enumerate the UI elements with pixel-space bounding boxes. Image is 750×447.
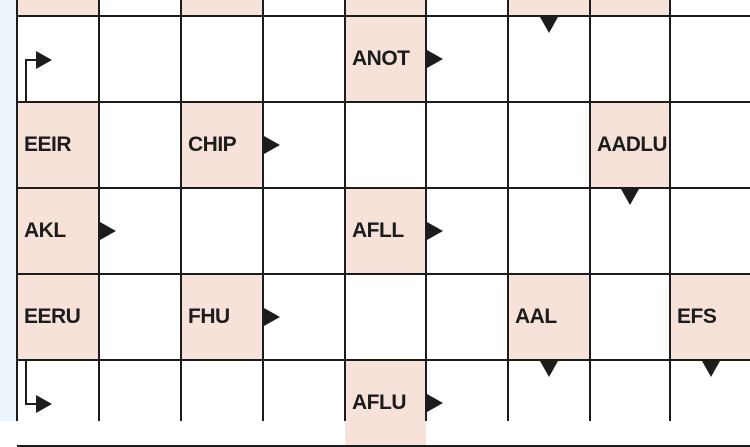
arrow-right-icon: [427, 222, 443, 240]
answer-cell[interactable]: [181, 188, 263, 274]
answer-cell[interactable]: [99, 16, 181, 102]
clue-text: ANOT: [352, 47, 410, 70]
answer-cell[interactable]: [345, 274, 426, 360]
clue-text: AKL: [24, 219, 66, 242]
grid-line-vertical: [344, 0, 346, 421]
clue-text: EERU: [24, 305, 81, 328]
clue-cell: AAL: [508, 274, 590, 360]
bent-arrow-arm: [25, 403, 37, 405]
bent-arrow-arm: [25, 59, 37, 61]
grid-line-vertical: [180, 0, 182, 421]
answer-cell[interactable]: [508, 102, 590, 188]
clue-text: EFS: [677, 305, 717, 328]
grid-line-vertical: [425, 0, 427, 421]
clue-text: AFLL: [352, 219, 404, 242]
answer-cell[interactable]: [670, 16, 750, 102]
grid-line-vertical: [16, 0, 18, 421]
arrow-right-icon: [264, 308, 280, 326]
answer-cell[interactable]: [508, 188, 590, 274]
clue-cell: [590, 0, 670, 16]
grid-line-vertical: [98, 0, 100, 421]
answer-cell[interactable]: [99, 0, 181, 16]
clue-cell: EFS: [670, 274, 750, 360]
arrow-down-icon: [540, 361, 558, 377]
grid-line-vertical: [507, 0, 509, 421]
answer-cell[interactable]: [426, 0, 508, 16]
clue-text: FHU: [188, 305, 230, 328]
answer-cell[interactable]: [670, 0, 750, 16]
arrow-down-icon: [540, 17, 558, 33]
arrow-right-icon: [36, 51, 52, 69]
grid-line-horizontal: [17, 15, 750, 17]
clue-text: EEIR: [24, 133, 72, 156]
clue-cell: [508, 0, 590, 16]
grid-line-vertical: [589, 0, 591, 421]
bent-arrow-stem: [25, 59, 27, 102]
clue-cell: [17, 0, 99, 16]
clue-text: AFLU: [352, 391, 407, 414]
answer-cell[interactable]: [181, 16, 263, 102]
answer-cell[interactable]: [345, 102, 426, 188]
answer-cell[interactable]: [670, 102, 750, 188]
clue-cell: AKL: [17, 188, 99, 274]
clue-cell: FHU: [181, 274, 263, 360]
answer-cell[interactable]: [99, 360, 181, 446]
grid-line-horizontal: [17, 187, 750, 189]
clue-cell: CHIP: [181, 102, 263, 188]
clue-cell: AADLU: [590, 102, 670, 188]
grid-line-horizontal: [17, 101, 750, 103]
answer-cell[interactable]: [590, 360, 670, 446]
clue-text: CHIP: [188, 133, 237, 156]
clue-cell: EEIR: [17, 102, 99, 188]
arrow-right-icon: [427, 394, 443, 412]
clue-text: AADLU: [597, 133, 667, 156]
clue-cell: ANOT: [345, 16, 426, 102]
answer-cell[interactable]: [426, 274, 508, 360]
answer-cell[interactable]: [263, 360, 345, 446]
clue-cell: AFLU: [345, 360, 426, 446]
arrow-down-icon: [621, 189, 639, 205]
arrow-down-icon: [702, 361, 720, 377]
clue-cell: [345, 0, 426, 16]
clue-text: AAL: [515, 305, 557, 328]
arrow-right-icon: [264, 136, 280, 154]
grid-line-vertical: [262, 0, 264, 421]
grid-line-horizontal: [17, 273, 750, 275]
answer-cell[interactable]: [590, 16, 670, 102]
left-margin: [0, 0, 17, 421]
answer-cell[interactable]: [670, 188, 750, 274]
answer-cell[interactable]: [99, 102, 181, 188]
answer-cell[interactable]: [263, 188, 345, 274]
bent-arrow-stem: [25, 360, 27, 403]
answer-cell[interactable]: [263, 16, 345, 102]
arrowword-grid: ANOT EEIR CHIP AADLU AKL AFLL EERU FHU AAL EFS AFL…: [16, 0, 750, 447]
clue-cell: AFLL: [345, 188, 426, 274]
clue-cell: [181, 0, 263, 16]
arrow-right-icon: [36, 395, 52, 413]
answer-cell[interactable]: [590, 274, 670, 360]
arrow-right-icon: [427, 50, 443, 68]
answer-cell[interactable]: [263, 0, 345, 16]
answer-cell[interactable]: [181, 360, 263, 446]
grid-line-vertical: [669, 0, 671, 421]
answer-cell[interactable]: [99, 274, 181, 360]
grid-line-horizontal: [17, 359, 750, 361]
arrow-right-icon: [100, 222, 116, 240]
answer-cell[interactable]: [426, 102, 508, 188]
clue-cell: EERU: [17, 274, 99, 360]
